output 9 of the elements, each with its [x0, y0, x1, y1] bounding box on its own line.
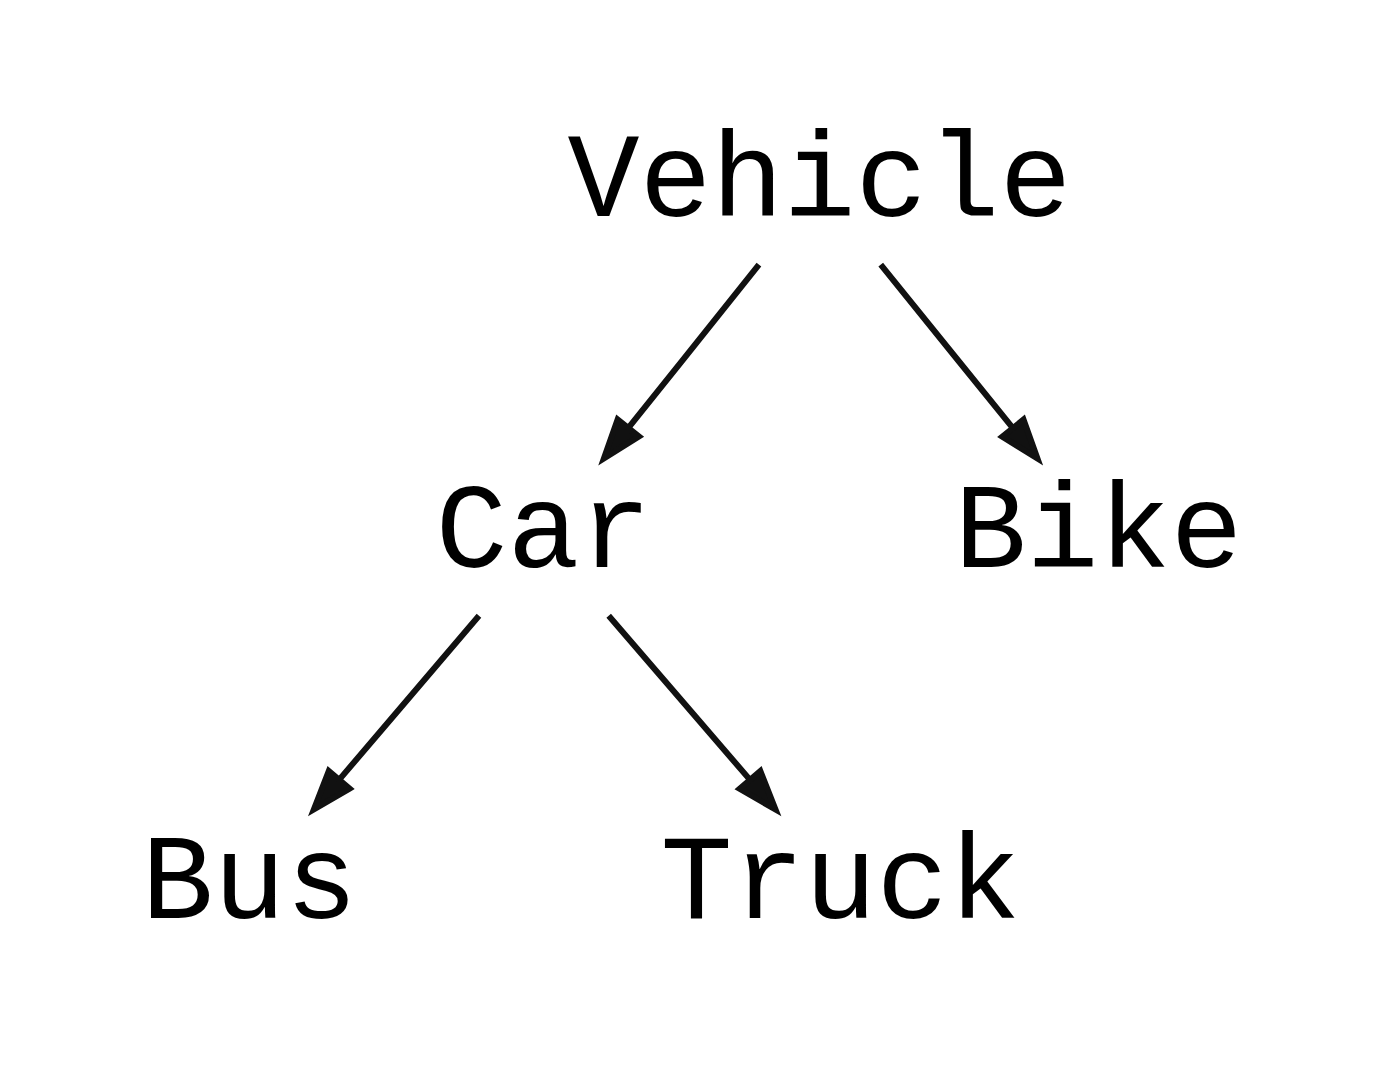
node-text: Truck	[659, 817, 1021, 954]
node-text: Vehicle	[566, 115, 1072, 252]
arrow	[307, 613, 481, 816]
node-text: Bike	[953, 466, 1243, 603]
arrow	[597, 262, 761, 466]
arrow	[605, 613, 781, 816]
node-text: Car	[434, 466, 652, 603]
node-text: Bus	[140, 817, 358, 954]
arrow	[877, 262, 1043, 466]
